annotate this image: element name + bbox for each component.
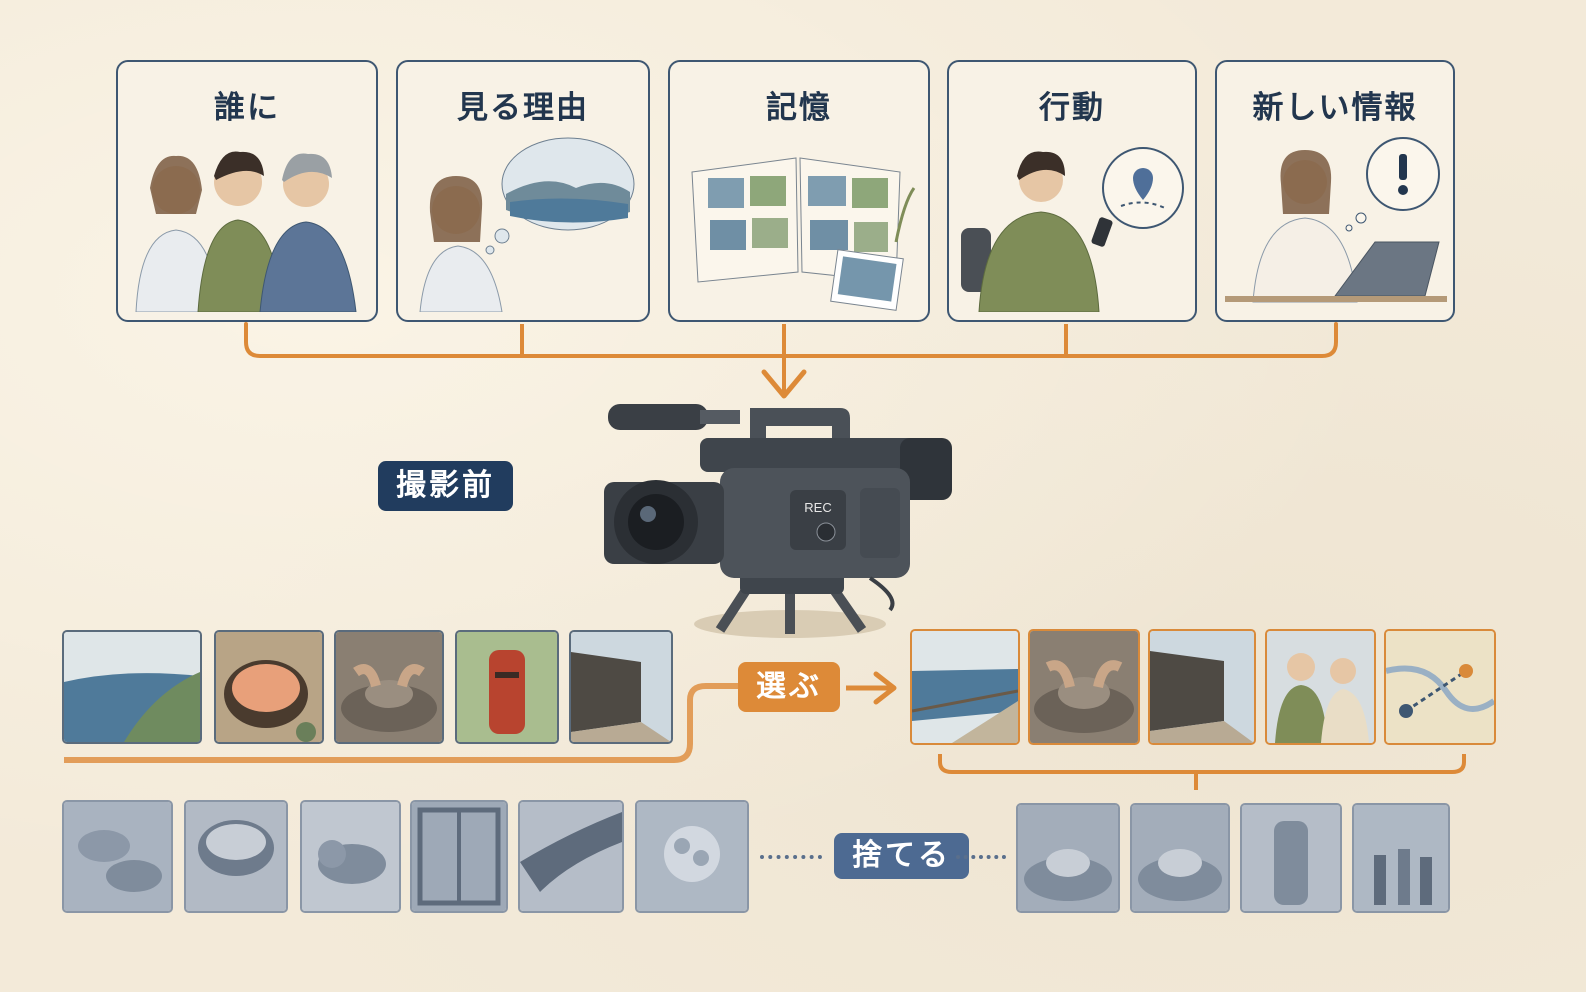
- discarded-clip-hydrangea: [635, 800, 749, 913]
- card-reason: 見る理由: [396, 60, 650, 322]
- discarded-clip-leaves: [62, 800, 173, 913]
- discard-dots-right: [956, 855, 1006, 863]
- raw-clip-seafood-bowl: [214, 630, 324, 744]
- selected-clip-route-map: [1384, 629, 1496, 745]
- discarded-clip-sleeping-cat: [300, 800, 401, 913]
- raw-clip-red-postbox: [455, 630, 559, 744]
- selected-clip-pottery-wheel: [1028, 629, 1140, 745]
- three-viewers-illustration: [126, 132, 370, 312]
- discarded-clip-seafood-bowl: [184, 800, 288, 913]
- card-title: 誰に: [214, 90, 280, 126]
- discarded-clip-pottery-wheel-2: [1130, 803, 1230, 913]
- card-new-info: 新しい情報: [1215, 60, 1455, 322]
- video-camera-illustration: REC: [604, 404, 952, 638]
- discard-dots-left: [760, 855, 822, 863]
- discarded-clip-postbox: [1240, 803, 1342, 913]
- discarded-clip-rainy-window: [410, 800, 508, 913]
- card-memory: 記憶: [668, 60, 930, 322]
- woman-laptop-exclamation-illustration: [1225, 137, 1447, 303]
- card-action: 行動: [947, 60, 1197, 322]
- card-title: 行動: [1039, 90, 1105, 126]
- card-title: 記憶: [766, 90, 832, 126]
- discard-badge: 捨てる: [834, 833, 969, 879]
- card-title: 新しい情報: [1252, 90, 1418, 126]
- selected-clip-old-street: [1148, 629, 1256, 745]
- woman-thinking-seascape-illustration: [419, 137, 635, 312]
- card-audience: 誰に: [116, 60, 378, 322]
- discarded-clip-temple-roof: [518, 800, 624, 913]
- discarded-clip-pottery-wheel: [1016, 803, 1120, 913]
- pre-shoot-badge: 撮影前: [378, 461, 513, 511]
- selected-clip-coast-promenade: [910, 629, 1020, 745]
- rec-label: REC: [804, 500, 831, 515]
- photo-album-illustration: [691, 157, 916, 311]
- raw-clip-pottery-wheel: [334, 630, 444, 744]
- discarded-clip-crowd-corridor: [1352, 803, 1450, 913]
- raw-clip-old-street: [569, 630, 673, 744]
- selected-clip-two-people-talking: [1265, 629, 1376, 745]
- raw-clip-coastline: [62, 630, 202, 744]
- card-title: 見る理由: [457, 90, 589, 126]
- select-badge: 選ぶ: [738, 662, 840, 712]
- man-with-phone-map-pin-illustration: [961, 147, 1184, 312]
